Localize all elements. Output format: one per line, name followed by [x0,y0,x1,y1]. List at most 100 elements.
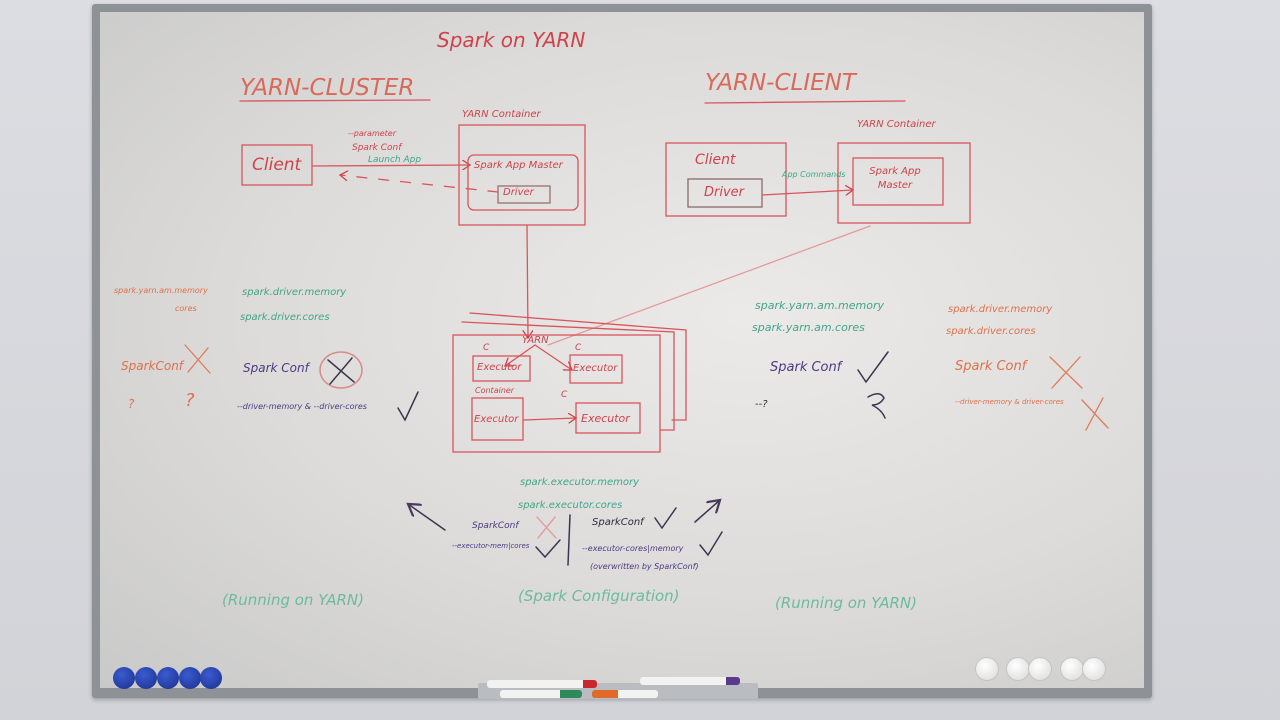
node-box-1 [452,334,661,453]
heading-yarn-cluster: YARN-CLUSTER [240,75,415,101]
am-to-yarn-line [527,224,528,338]
client-mode-container-label: YARN Container [857,119,936,130]
green-marker[interactable] [500,690,582,698]
blue-magnet[interactable] [113,667,135,689]
note-spark-conf: Spark Conf [243,361,309,375]
client-mode-am-box [852,157,944,206]
node-box-3 [469,312,687,421]
x-mark-right-2 [1081,397,1109,431]
note-am-cores: cores [175,304,197,313]
note-spark-conf: SparkConf [472,521,519,531]
executor-label: Executor [573,363,618,374]
arrow-up-left [408,504,446,531]
white-magnet[interactable] [975,657,999,681]
yarn-container-box [458,124,586,226]
arrow-up-right [694,500,720,523]
note-am-memory: spark.yarn.am.memory [114,286,208,295]
blue-magnet[interactable] [200,667,222,689]
check-mark [699,531,723,557]
circled-x [319,351,363,389]
app-master-box [467,154,579,211]
executor-box-1 [472,355,531,382]
driver-label: Driver [503,187,534,198]
client-mode-am-label: Spark App Master [869,166,921,191]
return-dashed-arrow [340,175,499,193]
parameter-label: --parameter [348,129,397,138]
node-box-2 [461,321,675,431]
purple-marker[interactable] [640,677,740,685]
check-mark [397,391,419,422]
app-master-label: Spark App Master [474,160,563,171]
x-mark-left [184,344,211,374]
note-question-large: ? [185,390,195,411]
white-magnet[interactable] [1060,657,1084,681]
container-c-label: C [561,390,568,400]
red-marker[interactable] [487,680,597,688]
executor-label: Executor [474,414,519,425]
container-c-label: C [575,343,582,353]
yarn-container-label: YARN Container [462,109,541,120]
check-mark [654,507,677,530]
note-driver-cores: spark.driver.cores [240,312,330,323]
white-magnet[interactable] [1006,657,1030,681]
am-to-executors-line [547,225,871,346]
client-mode-client-box [665,142,787,217]
app-commands-arrow [761,190,853,196]
container-label: Container [475,386,515,395]
x-mark-right-1 [1049,356,1083,389]
note-spark-conf: Spark Conf [770,360,842,375]
check-mark [857,351,889,384]
note-am-cores: spark.yarn.am.cores [752,321,865,334]
note-overwritten: (overwritten by SparkConf) [590,562,699,571]
note-executor-flags: --executor-cores|memory [582,544,684,553]
underline-cluster [239,99,431,102]
note-driver-flags: --driver-memory & --driver-cores [237,402,367,411]
note-spark-conf: SparkConf [592,517,644,528]
question-mark [867,393,886,419]
executor-label: Executor [477,362,522,373]
client-mode-driver-box [687,178,763,208]
whiteboard-surface [100,12,1144,688]
client-mode-client-label: Client [695,152,736,168]
note-executor-memory: spark.executor.memory [520,477,640,488]
note-flags-unknown: --? [755,399,768,410]
spark-conf-label: Spark Conf [352,143,402,153]
underline-client [704,100,906,104]
blue-magnet[interactable] [179,667,201,689]
driver-box [497,185,551,204]
note-question: ? [128,397,135,411]
note-driver-cores: spark.driver.cores [946,326,1036,337]
board-title: Spark on YARN [437,28,586,52]
blue-magnet[interactable] [135,667,157,689]
heading-yarn-client: YARN-CLIENT [705,70,856,96]
caption-running-on-yarn: (Running on YARN) [775,594,917,612]
note-executor-flags: --executor-mem|cores [452,542,530,550]
client-mode-driver-label: Driver [704,185,745,200]
executor-box-3 [471,397,524,441]
blue-magnet[interactable] [157,667,179,689]
caption-spark-configuration: (Spark Configuration) [518,587,680,605]
check-mark [535,539,561,559]
note-spark-conf: Spark Conf [955,359,1027,374]
client-label: Client [252,155,302,175]
caption-running-on-yarn: (Running on YARN) [222,591,364,609]
container-c-label: C [483,343,490,353]
note-driver-flags: --driver-memory & driver-cores [955,398,1064,406]
orange-marker[interactable] [592,690,658,698]
note-am-memory: spark.yarn.am.memory [755,299,884,312]
white-magnet[interactable] [1028,657,1052,681]
note-driver-memory: spark.driver.memory [948,304,1053,315]
note-spark-conf: SparkConf [121,359,184,373]
client-mode-container-box [837,142,971,224]
note-executor-cores: spark.executor.cores [518,500,623,511]
x-mark-pink [536,516,557,539]
client-box [241,144,313,186]
yarn-node-label: YARN [522,335,549,346]
white-magnet[interactable] [1082,657,1106,681]
divider [567,514,571,566]
note-driver-memory: spark.driver.memory [242,287,347,298]
app-commands-label: App Commands [782,170,846,179]
launch-arrow [311,165,470,166]
launch-app-label: Launch App [368,155,422,165]
